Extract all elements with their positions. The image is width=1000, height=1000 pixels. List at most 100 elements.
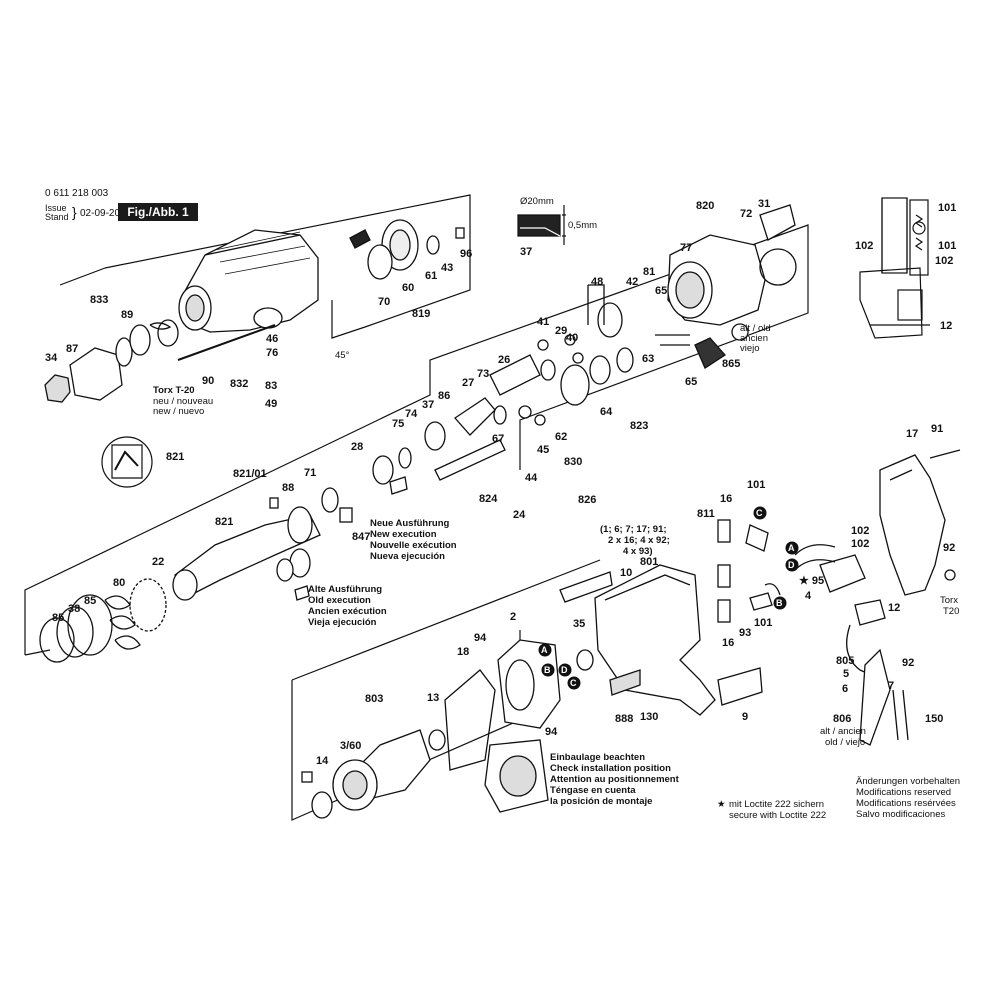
wiring-schematic bbox=[859, 197, 930, 339]
label-85: 85 bbox=[52, 612, 65, 624]
handle bbox=[879, 449, 961, 596]
label-35: 35 bbox=[573, 618, 586, 630]
label-101b: 101 bbox=[754, 617, 773, 629]
qty-line-1: (1; 6; 7; 17; 91; bbox=[600, 524, 667, 535]
label-37: 37 bbox=[422, 399, 435, 411]
label-62: 62 bbox=[555, 431, 568, 443]
label-87: 87 bbox=[66, 343, 79, 355]
label-16: 16 bbox=[720, 493, 733, 505]
label-821-inset: 821 bbox=[166, 451, 185, 463]
label-13: 13 bbox=[427, 692, 440, 704]
old-exec-de: Alte Ausführung bbox=[308, 584, 383, 595]
label-102d: 102 bbox=[935, 255, 954, 267]
label-49: 49 bbox=[265, 398, 278, 410]
label-94: 94 bbox=[474, 632, 487, 644]
label-star-95: ★ 95 bbox=[799, 575, 825, 587]
old-exec-es: Vieja ejecución bbox=[308, 617, 377, 628]
label-94b: 94 bbox=[545, 726, 558, 738]
label-74: 74 bbox=[405, 408, 418, 420]
label-18: 18 bbox=[457, 646, 470, 658]
label-44: 44 bbox=[525, 472, 538, 484]
torx-new-2: new / nuevo bbox=[153, 406, 205, 417]
mods-es: Salvo modificaciones bbox=[856, 809, 946, 820]
qty-line-2: 2 x 16; 4 x 92; bbox=[608, 535, 670, 546]
label-71: 71 bbox=[304, 467, 317, 479]
alt-old-b2: old / viejo bbox=[825, 737, 866, 748]
label-92: 92 bbox=[943, 542, 956, 554]
label-101: 101 bbox=[747, 479, 766, 491]
new-exec-de: Neue Ausführung bbox=[370, 518, 450, 529]
label-14: 14 bbox=[316, 755, 329, 767]
label-76: 76 bbox=[266, 347, 279, 359]
label-83: 83 bbox=[265, 380, 278, 392]
label-65: 65 bbox=[655, 285, 668, 297]
circle-a: A bbox=[541, 645, 548, 655]
label-60: 60 bbox=[402, 282, 415, 294]
label-3-60: 3/60 bbox=[340, 740, 362, 752]
label-10: 10 bbox=[620, 567, 633, 579]
label-45: 45 bbox=[537, 444, 550, 456]
label-805: 805 bbox=[836, 655, 855, 667]
label-101d: 101 bbox=[938, 240, 957, 252]
label-7: 7 bbox=[888, 680, 895, 692]
label-826: 826 bbox=[578, 494, 597, 506]
part-number: 0 611 218 003 bbox=[45, 188, 109, 199]
label-12: 12 bbox=[888, 602, 901, 614]
label-42: 42 bbox=[626, 276, 639, 288]
label-806: 806 bbox=[833, 713, 852, 725]
mods-fr: Modifications resérvées bbox=[856, 798, 956, 809]
old-exec-fr: Ancien exécution bbox=[308, 606, 387, 617]
motor-housing bbox=[559, 564, 763, 716]
label-12b: 12 bbox=[940, 320, 953, 332]
hammer-housing bbox=[178, 229, 319, 333]
label-95: 95 bbox=[811, 575, 825, 587]
new-exec-fr: Nouvelle exécution bbox=[370, 540, 457, 551]
label-2: 2 bbox=[510, 611, 517, 623]
circle-c2: C bbox=[756, 508, 763, 518]
label-85b: 85 bbox=[84, 595, 97, 607]
label-90: 90 bbox=[202, 375, 215, 387]
label-811: 811 bbox=[697, 508, 715, 520]
alt-old-2: ancien bbox=[740, 333, 768, 344]
torx-b-2: T20 bbox=[943, 606, 960, 617]
label-821-01: 821/01 bbox=[233, 468, 267, 480]
label-27: 27 bbox=[462, 377, 475, 389]
loctite-star: ★ bbox=[717, 799, 726, 810]
label-72: 72 bbox=[740, 208, 753, 220]
armature bbox=[301, 729, 446, 819]
detail-offset: 0,5mm bbox=[568, 220, 598, 231]
torx-new-1: neu / nouveau bbox=[153, 396, 214, 407]
circle-c: C bbox=[570, 678, 577, 688]
label-4: 4 bbox=[805, 590, 812, 602]
new-exec-es: Nueva ejecución bbox=[370, 551, 445, 562]
brace: } bbox=[72, 204, 77, 220]
circle-b: B bbox=[544, 665, 551, 675]
label-847: 847 bbox=[352, 531, 371, 543]
install-note-en: Check installation position bbox=[550, 763, 671, 774]
circle-d: D bbox=[561, 665, 568, 675]
install-note-de: Einbaulage beachten bbox=[550, 752, 646, 763]
label-91: 91 bbox=[931, 423, 944, 435]
label-803: 803 bbox=[365, 693, 384, 705]
qty-line-3: 4 x 93) bbox=[623, 546, 653, 557]
label-63: 63 bbox=[642, 353, 655, 365]
label-16b: 16 bbox=[722, 637, 735, 649]
label-46: 46 bbox=[266, 333, 279, 345]
label-75: 75 bbox=[392, 418, 405, 430]
circle-a2: A bbox=[788, 543, 795, 553]
new-exec-en: New execution bbox=[370, 529, 437, 540]
label-821: 821 bbox=[215, 516, 234, 528]
issue-label: Issue bbox=[45, 203, 67, 213]
label-824: 824 bbox=[479, 493, 498, 505]
label-888: 888 bbox=[615, 713, 634, 725]
label-70: 70 bbox=[378, 296, 391, 308]
label-92b: 92 bbox=[902, 657, 915, 669]
label-102c: 102 bbox=[855, 240, 874, 252]
label-43: 43 bbox=[441, 262, 454, 274]
label-102b: 102 bbox=[851, 538, 870, 550]
stand-label: Stand bbox=[45, 212, 69, 222]
label-830: 830 bbox=[564, 456, 583, 468]
label-29: 29 bbox=[555, 325, 568, 337]
label-41: 41 bbox=[537, 316, 550, 328]
